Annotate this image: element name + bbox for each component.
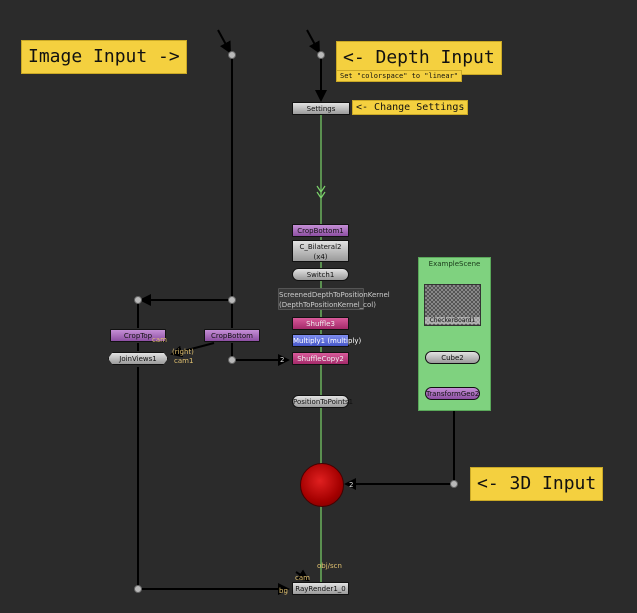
viewer-node[interactable] [300,463,344,507]
ray-render-node[interactable]: RayRender1_0 [292,582,349,595]
shuffle-3-node[interactable]: Shuffle3 [292,317,349,330]
cam-top-label: cam [152,336,167,344]
shuffle-copy-2-node[interactable]: ShuffleCopy2 [292,352,349,365]
screened-depth-sublabel: (DepthToPositionKernel_col) [279,301,376,309]
crop-top-node[interactable]: CropTop [110,329,166,342]
input-2-viewer-label: 2 [349,481,354,489]
depth-input-dot[interactable] [317,51,325,59]
image-split-dot[interactable] [228,296,236,304]
bg-label: bg [279,587,288,595]
example-scene-title: ExampleScene [428,260,481,268]
camera-input-arrow [295,569,310,582]
c-bilateral-2-sublabel: (x4) [313,253,328,261]
obj-scn-label: obj/scn [317,562,342,570]
joinviews-dot[interactable] [134,585,142,593]
cam1-label: cam1 [174,357,194,365]
c-bilateral-2-label: C_Bilateral2 [299,243,342,251]
cropbottom-dot[interactable] [228,356,236,364]
crop-bottom-node[interactable]: CropBottom [204,329,260,342]
cam-bottom-label: cam [295,574,310,582]
join-views-1-node[interactable]: JoinViews1 [108,352,168,365]
croptop-split-dot[interactable] [134,296,142,304]
checker-board-1-label: CheckerBoard1 [425,317,480,324]
image-input-dot[interactable] [228,51,236,59]
image-input-note[interactable]: Image Input -> [21,40,187,74]
example-scene-backdrop[interactable]: ExampleScene [418,257,491,411]
settings-node[interactable]: Settings [292,102,350,115]
depth-input-arrow [306,29,320,54]
position-to-points-1-node[interactable]: PositionToPoints1 [292,395,353,408]
image-input-arrow [217,29,231,54]
colorspace-note[interactable]: Set "colorspace" to "linear" [336,70,463,82]
pipe-arrow-chevrons [316,185,326,200]
scene-dot[interactable] [450,480,458,488]
crop-bottom-1-node[interactable]: CropBottom1 [292,224,349,237]
cropbottom-to-joinviews-pipe [170,342,215,358]
transform-geo-2-node[interactable]: TransformGeo2 [425,387,480,400]
change-settings-note[interactable]: <- Change Settings [352,100,469,115]
c-bilateral-2-node[interactable]: C_Bilateral2 (x4) [292,240,349,262]
screened-depth-label: ScreenedDepthToPositionKernel [279,291,390,299]
three-d-input-note[interactable]: <- 3D Input [470,467,604,501]
switch-1-node[interactable]: Switch1 [292,268,349,281]
cube-2-node[interactable]: Cube2 [425,351,480,364]
screened-depth-node[interactable]: ScreenedDepthToPositionKernel (DepthToPo… [278,288,390,310]
multiply-1-node[interactable]: Multiply1 (multiply) [292,334,361,347]
depth-input-note[interactable]: <- Depth Input [336,41,502,75]
input-2-shuffle-label: 2 [280,356,285,364]
right-label: (right) [172,348,194,356]
checker-board-1-node[interactable]: CheckerBoard1 [424,284,481,326]
